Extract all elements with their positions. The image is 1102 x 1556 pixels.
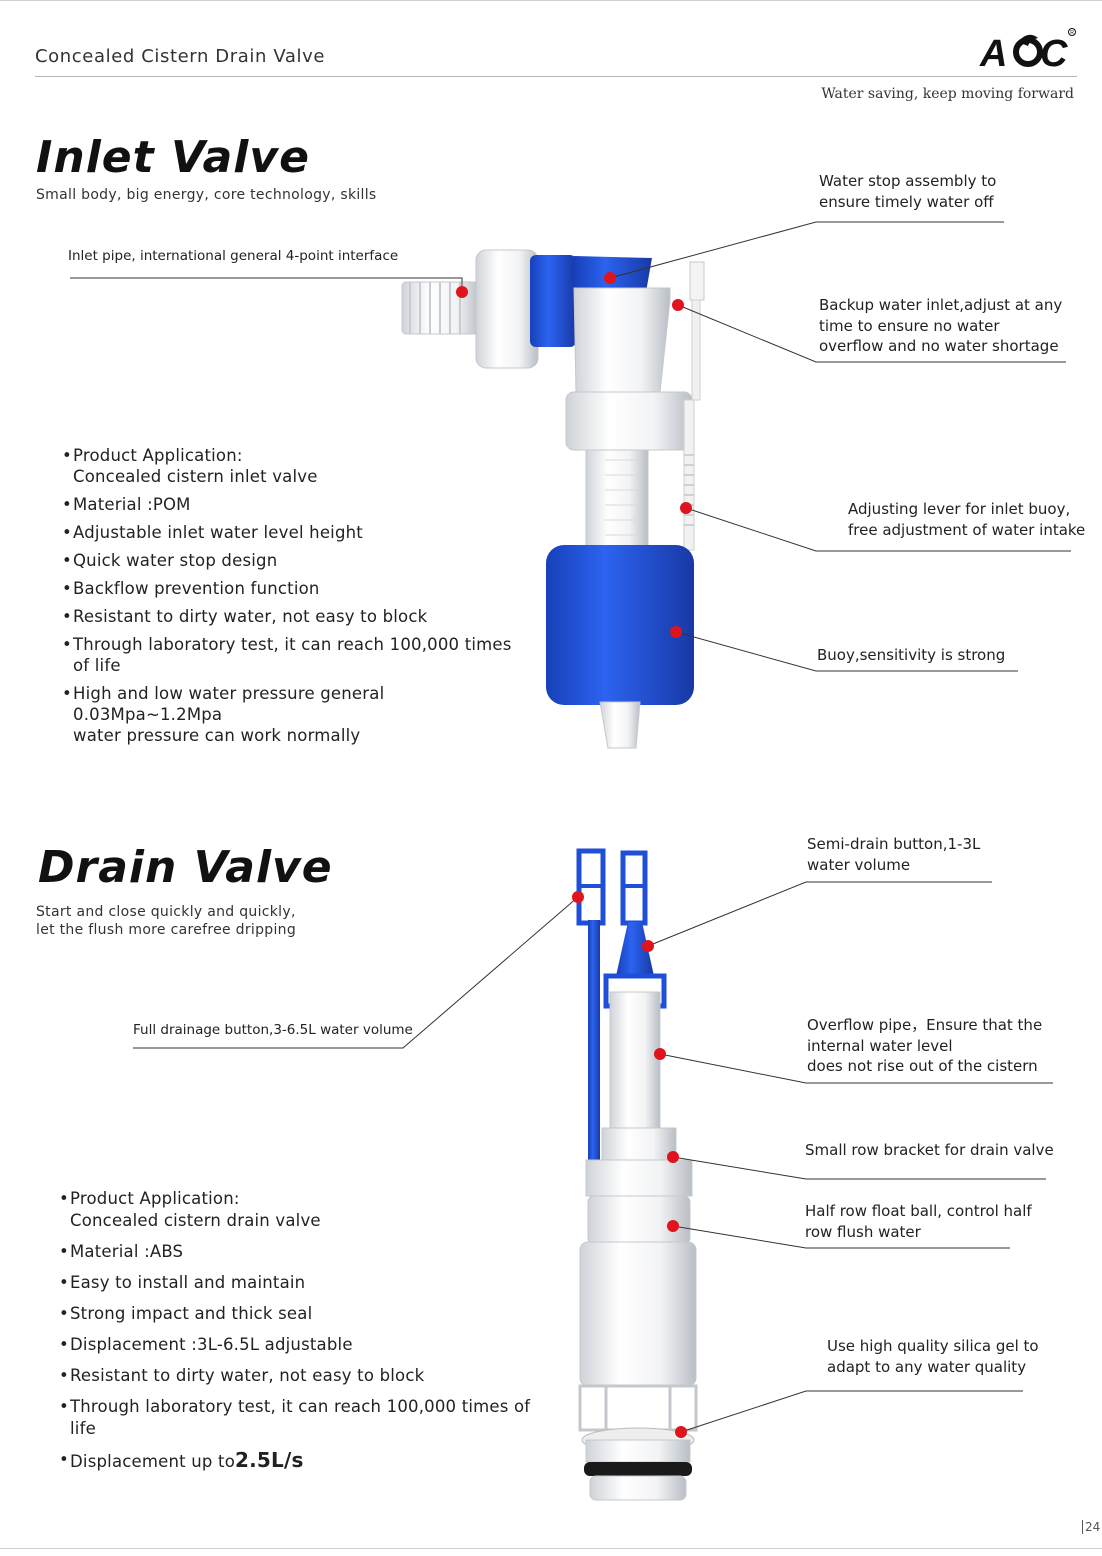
brand-logo: A C R (978, 28, 1078, 75)
callout-adjusting-lever: Adjusting lever for inlet buoy, free adj… (848, 499, 1085, 540)
inlet-feature-item: Quick water stop design (62, 550, 532, 571)
callout-line: row flush water (805, 1222, 921, 1241)
callout-line: Use high quality silica gel to (827, 1337, 1039, 1355)
feature-text: Resistant to dirty water, not easy to bl… (73, 607, 428, 626)
drain-feature-item: Resistant to dirty water, not easy to bl… (59, 1365, 539, 1387)
callout-line: water volume (807, 855, 911, 874)
feature-text: Adjustable inlet water level height (73, 523, 363, 542)
feature-text: Quick water stop design (73, 551, 278, 570)
inlet-subtitle: Small body, big energy, core technology,… (36, 187, 377, 203)
callout-line: overflow and no water shortage (819, 337, 1059, 355)
header-title: Concealed Cistern Drain Valve (35, 46, 326, 67)
inlet-feature-item: Product Application: Concealed cistern i… (62, 445, 532, 487)
feature-text: Through laboratory test, it can reach 10… (70, 1397, 531, 1438)
svg-text:A: A (979, 33, 1007, 72)
drain-subtitle-line: Start and close quickly and quickly, (36, 904, 296, 920)
feature-text: Material :ABS (70, 1242, 184, 1261)
drain-feature-list: Product Application: Concealed cistern d… (59, 1188, 539, 1482)
feature-text: Resistant to dirty water, not easy to bl… (70, 1366, 425, 1385)
feature-text: High and low water pressure general 0.03… (73, 684, 385, 724)
drain-feature-item: Displacement up to2.5L/s (59, 1449, 539, 1473)
callout-line: ensure timely water off (819, 192, 994, 211)
feature-text: Displacement :3L-6.5L adjustable (70, 1335, 353, 1354)
drain-subtitle: Start and close quickly and quickly, let… (36, 903, 296, 939)
drain-feature-item: Strong impact and thick seal (59, 1303, 539, 1325)
callout-full-drain: Full drainage button,3-6.5L water volume (133, 1022, 413, 1038)
inlet-feature-list: Product Application: Concealed cistern i… (62, 445, 532, 753)
inlet-feature-item: Through laboratory test, it can reach 10… (62, 634, 532, 676)
feature-text: Strong impact and thick seal (70, 1304, 313, 1323)
feature-text: Backflow prevention function (73, 579, 320, 598)
page-number: 24 (1082, 1520, 1100, 1534)
drain-feature-item: Easy to install and maintain (59, 1272, 539, 1294)
drain-feature-item: Through laboratory test, it can reach 10… (59, 1396, 539, 1440)
inlet-title: Inlet Valve (36, 132, 310, 183)
feature-text: Easy to install and maintain (70, 1273, 306, 1292)
callout-semi-drain: Semi-drain button,1-3L water volume (807, 834, 980, 875)
inlet-feature-item: Backflow prevention function (62, 578, 532, 599)
callout-line: internal water level (807, 1036, 953, 1055)
feature-text: Through laboratory test, it can reach 10… (73, 635, 512, 675)
callout-line: adapt to any water quality (827, 1357, 1027, 1376)
inlet-valve-image (401, 249, 705, 749)
svg-text:C: C (1040, 33, 1068, 72)
callout-inlet-pipe: Inlet pipe, international general 4-poin… (68, 248, 399, 264)
tagline: Water saving, keep moving forward (821, 86, 1074, 102)
drain-title: Drain Valve (38, 842, 333, 893)
callout-line: Overflow pipe，Ensure that the (807, 1016, 1043, 1034)
callout-buoy: Buoy,sensitivity is strong (817, 646, 1006, 664)
callout-seal: Use high quality silica gel to adapt to … (827, 1336, 1039, 1377)
inlet-feature-item: High and low water pressure general 0.03… (62, 683, 532, 746)
callout-backup-inlet: Backup water inlet,adjust at any time to… (819, 295, 1062, 357)
feature-text: Displacement up to (70, 1452, 236, 1471)
drain-subtitle-line: let the flush more carefree dripping (36, 922, 297, 938)
feature-text: Product Application: (70, 1189, 240, 1208)
feature-text: Material :POM (73, 495, 191, 514)
feature-text: Concealed cistern inlet valve (73, 467, 318, 486)
callout-water-stop: Water stop assembly to ensure timely wat… (819, 171, 996, 212)
feature-text: water pressure can work normally (73, 726, 361, 745)
inlet-feature-item: Adjustable inlet water level height (62, 522, 532, 543)
callout-line: does not rise out of the cistern (807, 1057, 1038, 1075)
drain-feature-item: Displacement :3L-6.5L adjustable (59, 1334, 539, 1356)
callout-line: time to ensure no water (819, 316, 1000, 335)
callout-line: free adjustment of water intake (848, 520, 1086, 539)
callout-line: Adjusting lever for inlet buoy, (848, 500, 1071, 518)
inlet-feature-item: Material :POM (62, 494, 532, 515)
feature-text: Concealed cistern drain valve (70, 1211, 321, 1230)
callout-line: Water stop assembly to (819, 172, 997, 190)
callout-bracket: Small row bracket for drain valve (805, 1141, 1054, 1159)
drain-valve-image (576, 848, 698, 1501)
header-divider (35, 76, 1077, 77)
callout-half-float: Half row float ball, control half row fl… (805, 1201, 1032, 1242)
inlet-feature-item: Resistant to dirty water, not easy to bl… (62, 606, 532, 627)
top-border (0, 0, 1102, 1)
bottom-border (0, 1548, 1102, 1549)
callout-line: Semi-drain button,1-3L (807, 835, 981, 853)
callout-line: Backup water inlet,adjust at any (819, 296, 1063, 314)
drain-feature-item: Material :ABS (59, 1241, 539, 1263)
callout-line: Half row float ball, control half (805, 1202, 1032, 1220)
drain-feature-item: Product Application: Concealed cistern d… (59, 1188, 539, 1232)
callout-overflow-pipe: Overflow pipe，Ensure that the internal w… (807, 1015, 1042, 1077)
feature-highlight-value: 2.5L/s (235, 1448, 304, 1472)
feature-text: Product Application: (73, 446, 243, 465)
svg-text:R: R (1070, 30, 1074, 36)
